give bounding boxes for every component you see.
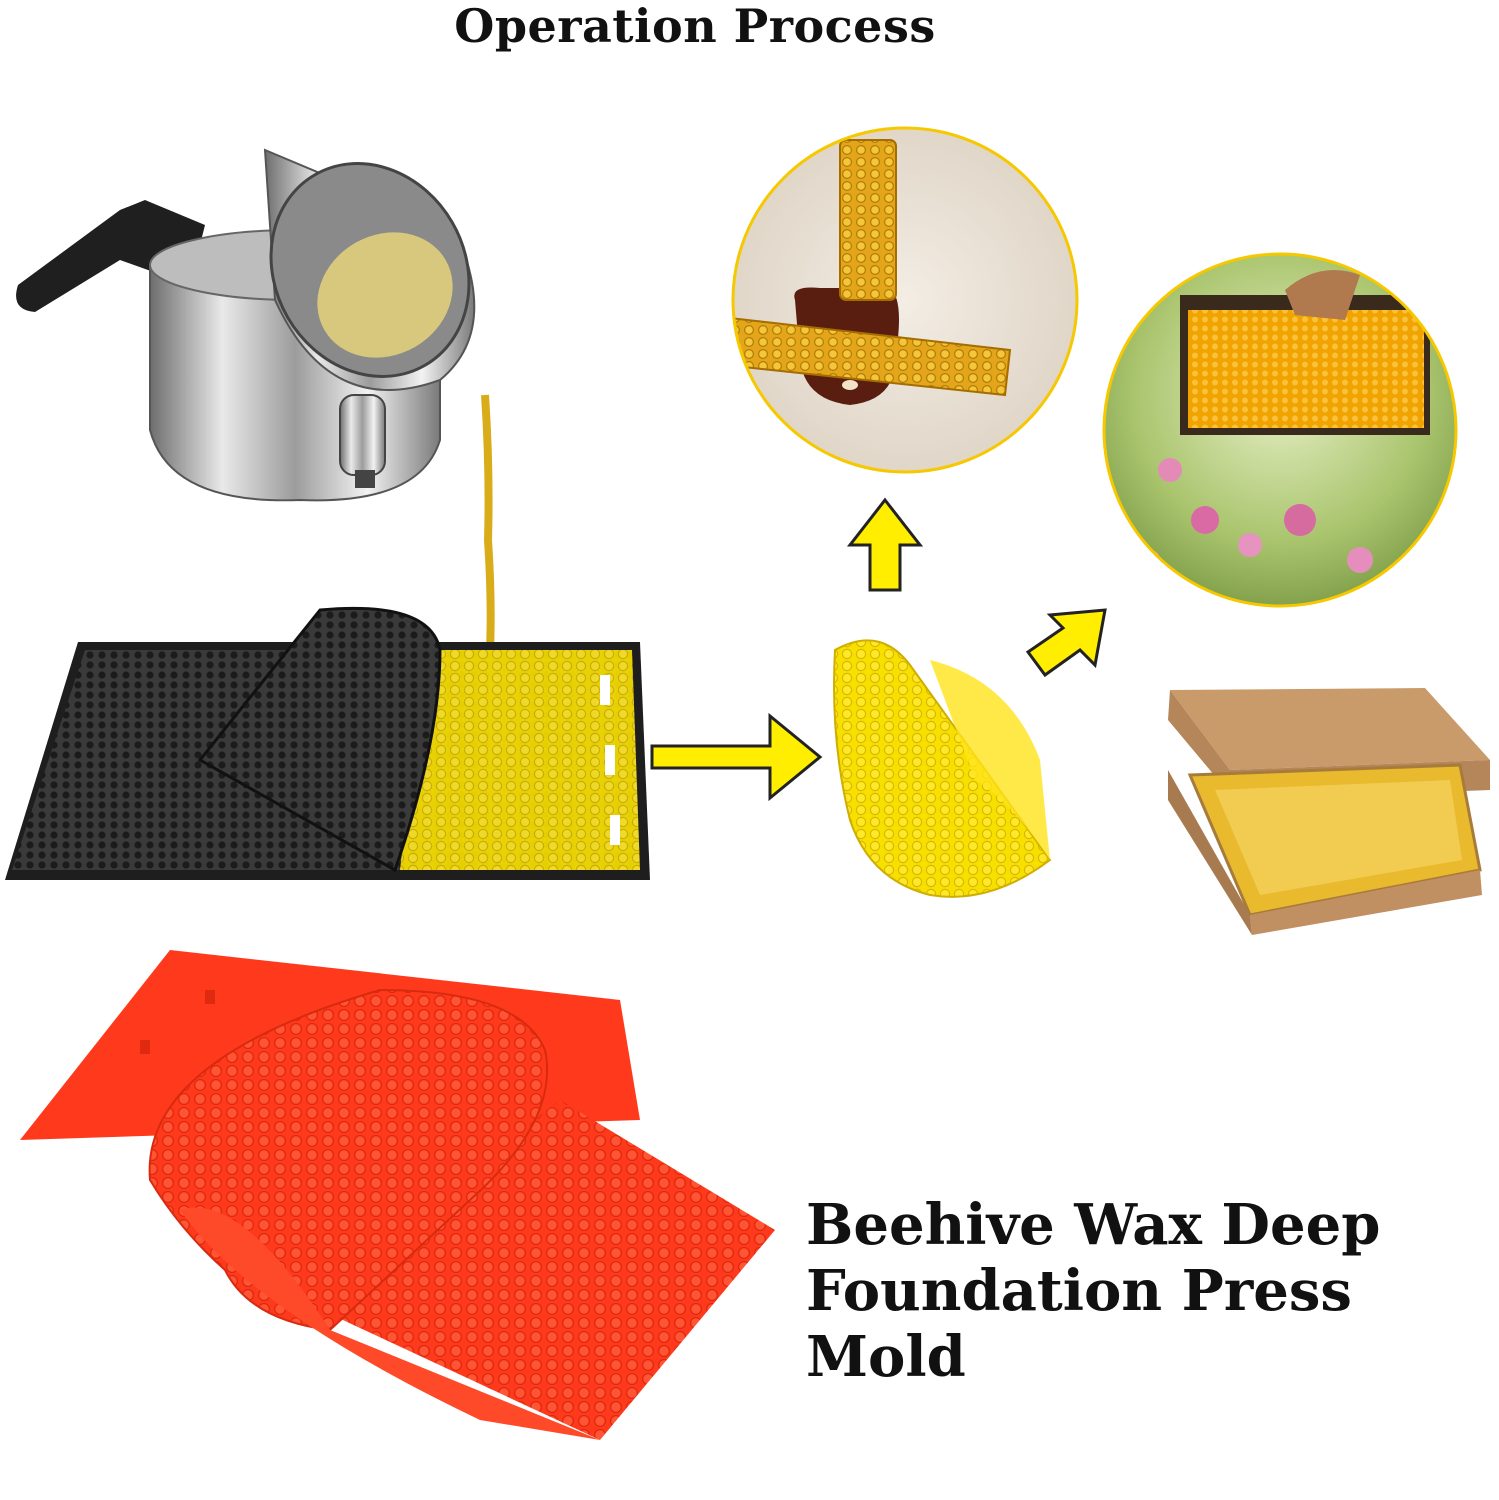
- press-mold-dark: [5, 606, 650, 880]
- page-title: Operation Process: [454, 0, 936, 53]
- product-caption: Beehive Wax Deep Foundation Press Mold: [806, 1192, 1486, 1390]
- caption-line-2: Foundation Press Mold: [806, 1258, 1352, 1390]
- arrow-up-right-icon: [1025, 608, 1107, 678]
- red-silicone-mold: [20, 950, 775, 1440]
- rolled-wax-sheet: [833, 639, 1052, 898]
- foundation-frame-photo: [1102, 252, 1458, 608]
- wax-melting-pot: [16, 148, 476, 502]
- boxed-wax-sheets: [1168, 688, 1490, 935]
- caption-line-1: Beehive Wax Deep: [806, 1192, 1381, 1258]
- arrow-right-icon: [650, 712, 823, 802]
- candles-photo: [731, 126, 1079, 474]
- arrow-up-icon: [846, 497, 924, 592]
- wax-stream: [481, 394, 495, 651]
